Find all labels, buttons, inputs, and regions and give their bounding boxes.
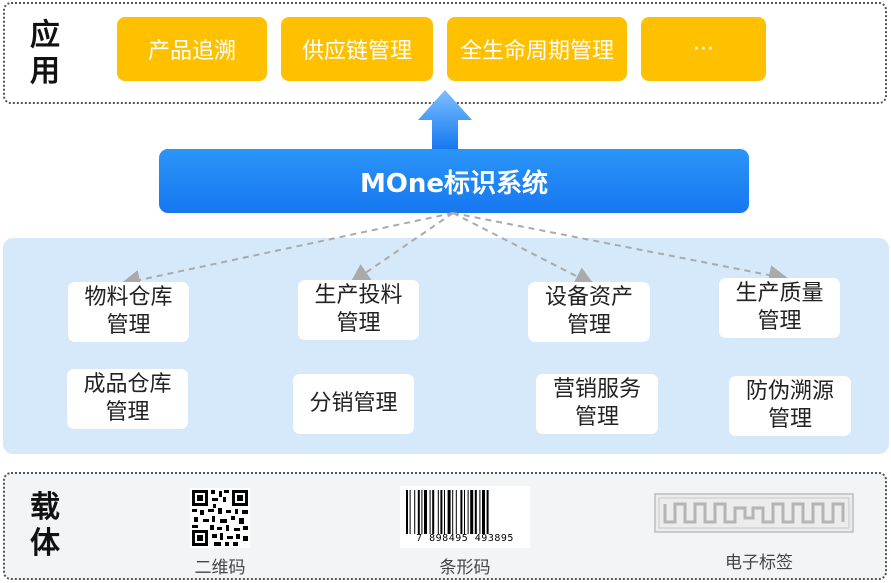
- core-system[interactable]: MOne标识系统: [159, 149, 749, 213]
- barcode-digits: 7 898495 493895: [416, 533, 514, 544]
- app-item-product-trace[interactable]: 产品追溯: [117, 17, 267, 81]
- module-finished-warehouse[interactable]: 成品仓库 管理: [67, 369, 188, 429]
- module-equipment-assets[interactable]: 设备资产 管理: [528, 282, 650, 342]
- carrier-caption-barcode: 条形码: [439, 558, 491, 578]
- app-item-supply-chain[interactable]: 供应链管理: [281, 17, 433, 81]
- carrier-label: 载体: [30, 490, 60, 561]
- carrier-caption-rfid: 电子标签: [725, 553, 793, 573]
- module-production-quality[interactable]: 生产质量 管理: [719, 278, 840, 338]
- module-production-feeding[interactable]: 生产投料 管理: [298, 280, 419, 340]
- module-material-warehouse[interactable]: 物料仓库 管理: [68, 282, 189, 342]
- app-item-lifecycle[interactable]: 全生命周期管理: [447, 17, 627, 81]
- app-item-more[interactable]: ···: [641, 17, 766, 81]
- application-label: 应用: [30, 18, 60, 89]
- module-anti-counterfeit[interactable]: 防伪溯源 管理: [729, 376, 851, 436]
- up-arrow-icon: [418, 90, 472, 150]
- module-marketing-service[interactable]: 营销服务 管理: [536, 374, 658, 434]
- carrier-caption-qr: 二维码: [194, 558, 246, 578]
- module-distribution[interactable]: 分销管理: [293, 374, 414, 434]
